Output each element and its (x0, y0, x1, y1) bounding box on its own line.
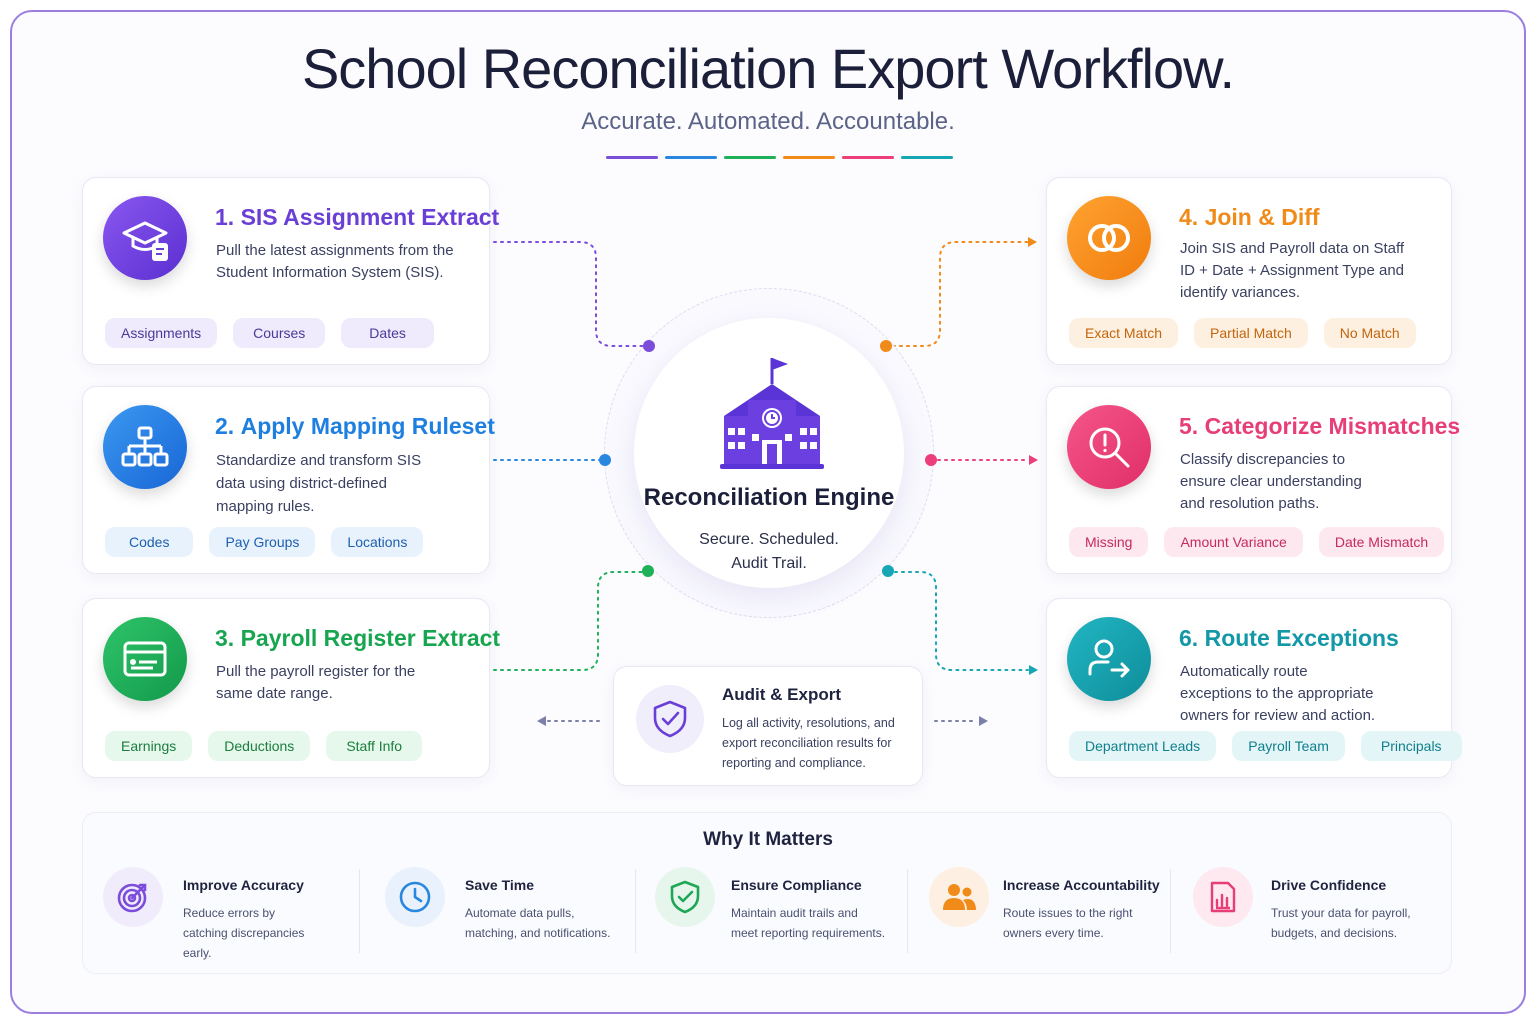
tag-principals: Principals (1360, 731, 1462, 761)
step-description: Pull the payroll register for the same d… (216, 663, 416, 702)
why-item-title: Increase Accountability (1003, 877, 1160, 893)
page-title: School Reconciliation Export Workflow. (301, 37, 1235, 100)
engine-subtitle-line: Audit Trail. (731, 555, 807, 572)
search-alert-icon (1067, 405, 1151, 489)
tag-earnings: Earnings (105, 731, 193, 761)
step-title: 6. Route Exceptions (1179, 625, 1399, 651)
target-icon (103, 867, 163, 927)
why-title: Why It Matters (703, 829, 833, 850)
why-it-matters-panel: Why It Matters Improve Accuracy Reduce e… (82, 812, 1452, 974)
separator (635, 869, 636, 953)
step-card-sis-extract: 1. SIS Assignment Extract Pull the lates… (82, 177, 499, 365)
step-card-categorize: 5. Categorize Mismatches Classify discre… (1046, 386, 1460, 574)
page-subtitle: Accurate. Automated. Accountable. (581, 108, 955, 135)
divider-segment (665, 156, 717, 159)
divider-segment (783, 156, 835, 159)
separator (359, 869, 360, 953)
step-title: 1. SIS Assignment Extract (215, 204, 500, 230)
why-item-description: Automate data pulls, matching, and notif… (465, 906, 611, 940)
tag-staff-info: Staff Info (326, 731, 423, 761)
step-title: 2. Apply Mapping Ruleset (215, 413, 495, 439)
tag-assignments: Assignments (105, 318, 218, 348)
tag-amount-variance: Amount Variance (1164, 527, 1303, 557)
engine-title: Reconciliation Engine (643, 484, 895, 511)
tag-exact-match: Exact Match (1069, 318, 1179, 348)
step-description: Standardize and transform SIS data using… (216, 452, 422, 515)
step-card-payroll-extract: 3. Payroll Register Extract Pull the pay… (82, 598, 500, 778)
step-card-join-diff: 4. Join & Diff Join SIS and Payroll data… (1046, 177, 1452, 365)
step-description: Pull the latest assignments from the Stu… (216, 242, 454, 281)
user-route-icon (1067, 617, 1151, 701)
divider-segment (842, 156, 894, 159)
engine-subtitle: Secure. Scheduled. Audit Trail. (604, 528, 934, 576)
why-item-description: Maintain audit trails and meet reporting… (731, 906, 886, 940)
separator (907, 869, 908, 953)
shield-check-icon (655, 867, 715, 927)
step-card-route-exceptions: 6. Route Exceptions Automatically route … (1046, 598, 1462, 778)
audit-export-card: Audit & Export Log all activity, resolut… (613, 666, 923, 786)
shield-check-icon (636, 685, 704, 753)
linked-rings-icon (1067, 196, 1151, 280)
divider-segment (724, 156, 776, 159)
graduation-cap-icon (103, 196, 187, 280)
step-title: 4. Join & Diff (1179, 204, 1320, 230)
hierarchy-icon (103, 405, 187, 489)
register-icon (103, 617, 187, 701)
why-item-title: Improve Accuracy (183, 877, 304, 893)
school-building-icon (720, 358, 824, 469)
why-item-title: Ensure Compliance (731, 877, 862, 893)
step-description: Classify discrepancies to ensure clear u… (1180, 451, 1362, 512)
audit-title: Audit & Export (722, 685, 841, 704)
why-item-description: Trust your data for payroll, budgets, an… (1271, 906, 1411, 940)
engine-subtitle-line: Secure. Scheduled. (699, 531, 839, 548)
why-item-description: Reduce errors by catching discrepancies … (183, 906, 305, 960)
step-description: Join SIS and Payroll data on Staff ID + … (1180, 240, 1405, 301)
divider-segment (901, 156, 953, 159)
tag-payroll-team: Payroll Team (1232, 731, 1345, 761)
people-icon (929, 867, 989, 927)
tag-date-mismatch: Date Mismatch (1318, 527, 1445, 557)
tag-pay-groups: Pay Groups (209, 527, 316, 557)
tag-codes: Codes (105, 527, 194, 557)
audit-description: Log all activity, resolutions, and expor… (722, 716, 895, 770)
tag-department-leads: Department Leads (1069, 731, 1217, 761)
tag-courses: Courses (233, 318, 326, 348)
why-item-description: Route issues to the right owners every t… (1003, 906, 1133, 940)
clock-icon (385, 867, 445, 927)
tag-deductions: Deductions (208, 731, 311, 761)
tag-no-match: No Match (1323, 318, 1416, 348)
tag-partial-match: Partial Match (1194, 318, 1308, 348)
tag-dates: Dates (341, 318, 434, 348)
why-item-title: Drive Confidence (1271, 877, 1387, 893)
step-card-mapping-ruleset: 2. Apply Mapping Ruleset Standardize and… (82, 386, 495, 574)
why-item-title: Save Time (465, 877, 535, 893)
tag-missing: Missing (1069, 527, 1149, 557)
report-chart-icon (1193, 867, 1253, 927)
tag-locations: Locations (331, 527, 424, 557)
step-description: Automatically route exceptions to the ap… (1180, 663, 1376, 724)
step-title: 5. Categorize Mismatches (1179, 413, 1461, 439)
step-title: 3. Payroll Register Extract (215, 625, 501, 651)
separator (1170, 869, 1171, 953)
divider-segment (606, 156, 658, 159)
